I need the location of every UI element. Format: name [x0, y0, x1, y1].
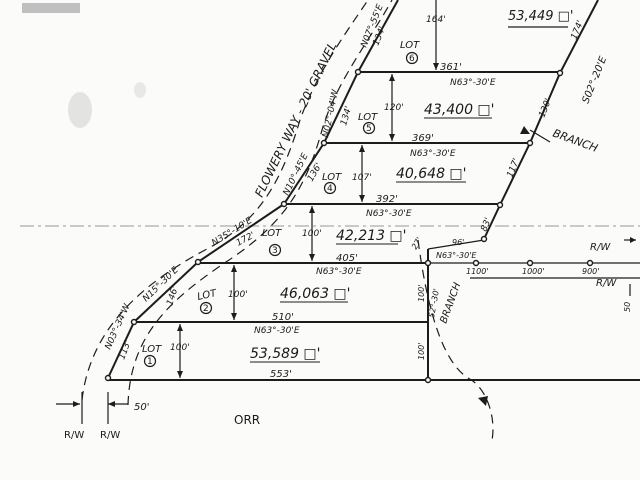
lot-4-label: LOT [322, 172, 342, 183]
lot-2-label: LOT [196, 288, 218, 303]
lot-5-area: 43,400 □' [424, 102, 495, 118]
scan-smudge [68, 92, 92, 128]
lot-4-area: 40,648 □' [396, 166, 467, 182]
orr-label: ORR [234, 413, 260, 427]
rw-distance-900: 900' [582, 267, 599, 276]
branch-arrow-east [520, 126, 530, 134]
lot-4-rear-dim: 392' [376, 194, 398, 205]
branch-stream [417, 239, 494, 441]
lot-6-label: LOT [400, 40, 420, 51]
lot-2-number-circle [199, 301, 213, 315]
east-line-seg-3: 83' [480, 216, 494, 233]
lot-1-area: 53,589 □' [250, 346, 321, 362]
east-parcel-27: 27' [410, 236, 424, 251]
east-parcel-100b: 100' [417, 343, 426, 360]
lot-3-number-circle [268, 243, 282, 257]
lot-5-rear-dim: 369' [412, 133, 434, 144]
lot-7-area: 53,449 □' [508, 9, 573, 24]
lot-4-rear-bearing: N63°-30'E [366, 209, 412, 219]
east-line-seg-1: 130' [538, 97, 555, 119]
header-smudge [22, 3, 80, 13]
lot-4-number-circle [323, 181, 337, 195]
east-parcel-north-line [427, 239, 485, 250]
lot-5-label: LOT [358, 112, 378, 123]
lot-6-number-circle [405, 51, 419, 65]
corner-monuments [104, 68, 594, 384]
lot-5-depth: 120' [384, 103, 404, 113]
lot-6-depth: 164' [426, 15, 446, 25]
lot-2-rear-dim: 510' [272, 312, 294, 323]
lot-2-rear-bearing: N63°-30'E [254, 326, 300, 336]
area-underlines [250, 117, 492, 363]
lot-1-label: LOT [142, 344, 162, 355]
lot-2-area: 46,063 □' [280, 286, 351, 302]
road-edge-east [127, 0, 393, 406]
lot-1-rear-dim: 553' [270, 369, 292, 380]
rw-cut-value: 50 [623, 302, 632, 312]
lot-5-number-circle [362, 121, 376, 135]
lot-4-number: 4 [327, 184, 333, 194]
east-parcel-angle: 52°-30' [427, 288, 441, 319]
rw-width-arrow [73, 401, 80, 407]
lot-6-number: 6 [409, 54, 415, 64]
branch-label-south: BRANCH [438, 281, 463, 325]
rw-label-east: R/W [100, 430, 120, 441]
lot-1-number: 1 [147, 357, 153, 367]
branch-arrow-south [478, 396, 488, 406]
lot-2-front-dim: 146' [165, 285, 181, 307]
depth-dimensions [179, 0, 437, 378]
scan-smudge-2 [134, 82, 146, 98]
east-parcel-100a: 100' [417, 285, 426, 302]
dimension-arrowheads [177, 63, 439, 378]
lot-4-depth: 107' [352, 173, 372, 183]
rw-width-label: 50' [134, 402, 149, 413]
lot-3-area: 42,213 □' [336, 228, 407, 244]
rw-right-arrow [630, 237, 636, 243]
lot-3-rear-bearing: N63°-30'E [316, 267, 362, 277]
lot-5-rear-bearing: N63°-30'E [410, 149, 456, 159]
lot-6-rear-dim: 361' [440, 62, 462, 73]
rw-label-west: R/W [64, 430, 84, 441]
lot-3-label: LOT [262, 228, 282, 239]
lot-6-rear-bearing: N63°-30'E [450, 78, 496, 88]
east-parcel-bearing: N63°-30'E [436, 251, 477, 260]
lot-1-depth: 100' [170, 343, 190, 353]
lot-3-rear-dim: 405' [336, 253, 358, 264]
lot-5-number: 5 [366, 124, 372, 134]
lot-1-number-circle [143, 354, 157, 368]
rw-distance-1000: 1000' [522, 267, 545, 276]
lot-3-number: 3 [272, 246, 278, 256]
branch-label-east: BRANCH [551, 127, 600, 155]
branch-leader-east [529, 129, 551, 143]
lot-1-front-dim: 113' [117, 339, 133, 361]
rw-label-right: R/W [590, 242, 611, 253]
lot-3-depth: 100' [302, 229, 322, 239]
east-parcel-96: 96' [452, 238, 464, 247]
rw-label-right-2: R/W [596, 278, 617, 289]
lot-2-depth: 100' [228, 290, 248, 300]
east-line-seg-2: 117' [506, 157, 523, 179]
lot-2-number: 2 [203, 304, 209, 314]
east-line-bearing: S02°-20'E [581, 55, 610, 106]
rw-width-arrow-2 [108, 401, 115, 407]
rw-distance-1100: 1100' [466, 267, 489, 276]
